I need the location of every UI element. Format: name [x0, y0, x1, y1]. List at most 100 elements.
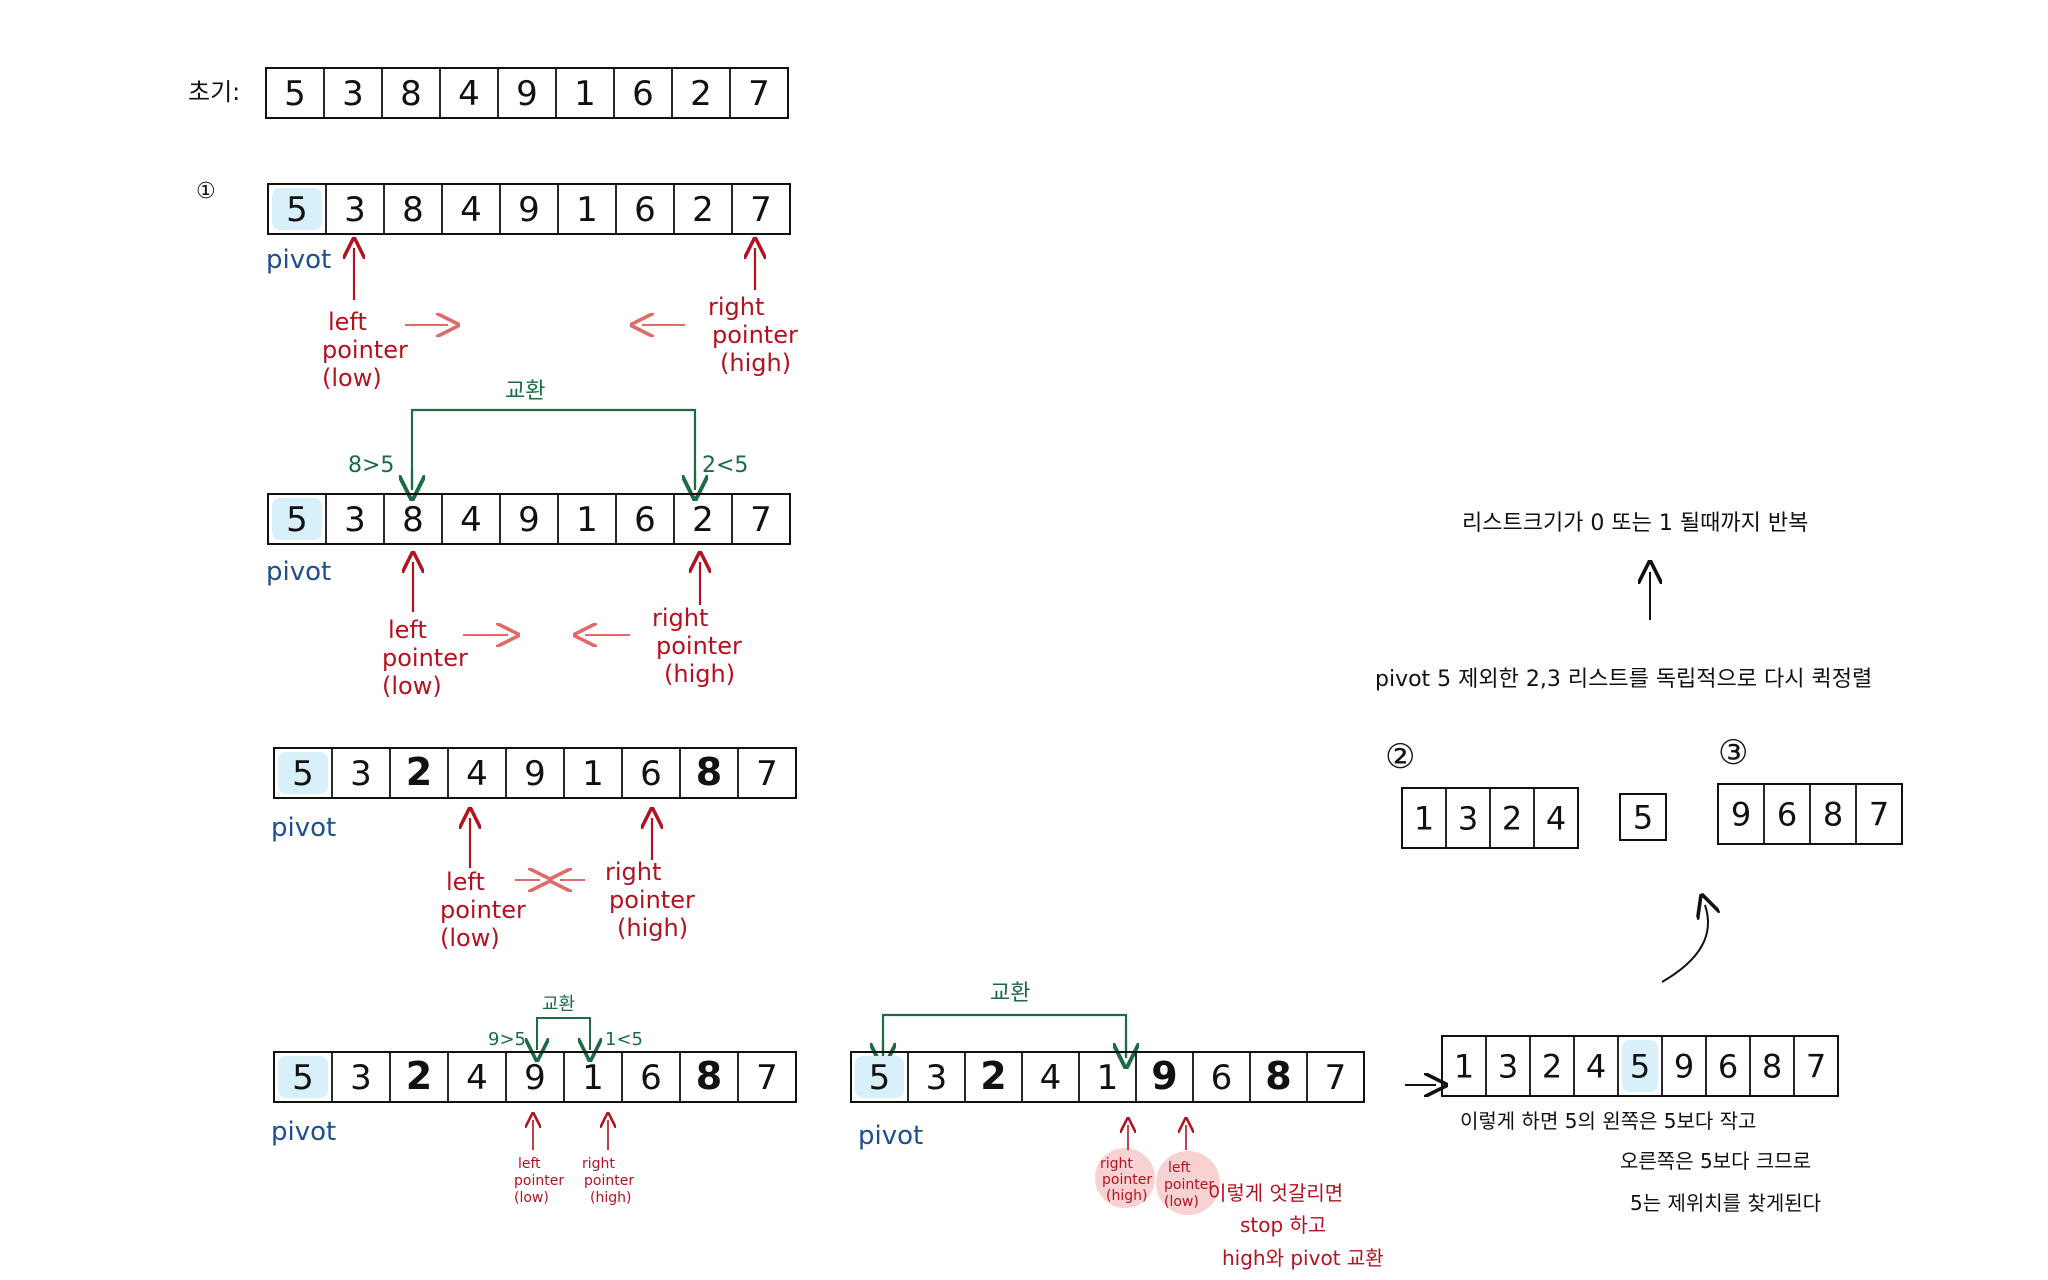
array-cell: 2: [692, 190, 714, 230]
array-cell: 2: [980, 1054, 1006, 1098]
swap-label-5: 교환: [990, 981, 1030, 1006]
array-cell: 9: [524, 754, 546, 794]
array-cell: 6: [640, 754, 662, 794]
array-cell: 8: [696, 750, 722, 794]
array-cell: 3: [1498, 1048, 1518, 1086]
result-note-3: 5는 제위치를 찾게된다: [1630, 1191, 1821, 1215]
array-cell: 6: [632, 74, 654, 114]
right-pointer-label-3a: right: [605, 858, 661, 886]
array-frame: [1717, 783, 1903, 845]
array-cell: 3: [1458, 800, 1478, 838]
array-cell: 1: [1097, 1058, 1119, 1098]
array-cell: 9: [518, 190, 540, 230]
swap-bracket-4: [536, 1017, 591, 1050]
left-pointer-label-1c: (low): [322, 364, 382, 392]
array-cell: 9: [524, 1058, 546, 1098]
array-frame: [850, 1051, 1365, 1103]
result-note-1: 이렇게 하면 5의 왼쪽은 5보다 작고: [1460, 1109, 1756, 1133]
array-cell: 3: [350, 1058, 372, 1098]
right-pointer-label-2c: (high): [664, 660, 735, 688]
right-pointer-label-5c: (high): [1106, 1188, 1147, 1204]
right-pointer-label-4a: right: [582, 1156, 615, 1172]
pivot-label-2: pivot: [266, 557, 331, 587]
right-pointer-label-4b: pointer: [584, 1173, 634, 1189]
array-cell: 8: [696, 1054, 722, 1098]
array-frame: [267, 493, 791, 545]
compare-right-4: 1<5: [605, 1029, 643, 1050]
array-cell: 8: [402, 500, 424, 540]
initial-label: 초기:: [188, 78, 240, 106]
right-pointer-label-4c: (high): [590, 1190, 631, 1206]
array-cell: 4: [460, 190, 482, 230]
right-pointer-label-5b: pointer: [1102, 1172, 1152, 1188]
array-cell: 8: [1265, 1054, 1291, 1098]
left-pointer-label-4c: (low): [514, 1190, 549, 1206]
pivot-label-3: pivot: [271, 813, 336, 843]
array-cell: 2: [406, 750, 432, 794]
array-cell: 6: [1718, 1048, 1738, 1086]
array-frame: [273, 1051, 797, 1103]
left-pointer-label-4b: pointer: [514, 1173, 564, 1189]
array-cell: 6: [1211, 1058, 1233, 1098]
left-pointer-label-5b: pointer: [1164, 1177, 1214, 1193]
swap-bracket-2: [410, 408, 697, 490]
compare-left-2: 8>5: [348, 453, 394, 478]
repeat-text: 리스트크기가 0 또는 1 될때까지 반복: [1462, 511, 1808, 536]
left-pointer-label-3c: (low): [440, 924, 500, 952]
array-frame: [267, 183, 791, 235]
swap-label-4: 교환: [542, 994, 575, 1015]
step1-marker: ①: [196, 179, 216, 204]
array-cell: 8: [1823, 796, 1843, 834]
array-cell: 1: [574, 74, 596, 114]
pivot-label-1: pivot: [266, 245, 331, 275]
array-cell: 5: [292, 1058, 314, 1098]
pivot-highlight: [272, 188, 322, 230]
array-cell: 4: [1586, 1048, 1606, 1086]
array-cell: 4: [460, 500, 482, 540]
left-pointer-label-5c: (low): [1164, 1194, 1199, 1210]
array-cell: 7: [748, 74, 770, 114]
array-cell: 5: [292, 754, 314, 794]
array-cell: 1: [1454, 1048, 1474, 1086]
array-cell: 9: [516, 74, 538, 114]
left-pointer-label-3b: pointer: [440, 896, 526, 924]
pivot-highlight: [278, 1056, 328, 1098]
array-cell: 5: [286, 190, 308, 230]
left-pointer-label-1b: pointer: [322, 336, 408, 364]
array-frame: [273, 747, 797, 799]
array-cell: 2: [1542, 1048, 1562, 1086]
array-frame: [1401, 787, 1579, 849]
array-cell: 5: [284, 74, 306, 114]
pivot-highlight: [1622, 1040, 1658, 1092]
left-pointer-label-2c: (low): [382, 672, 442, 700]
left-pointer-label-1a: left: [328, 308, 367, 336]
array-cell: 3: [926, 1058, 948, 1098]
result-note-2: 오른쪽은 5보다 크므로: [1620, 1149, 1811, 1173]
array-cell: 6: [634, 190, 656, 230]
right-pointer-label-1b: pointer: [712, 321, 798, 349]
swap-label-2: 교환: [505, 379, 545, 404]
right-pointer-label-1a: right: [708, 293, 764, 321]
array-cell: 9: [518, 500, 540, 540]
compare-left-4: 9>5: [488, 1029, 526, 1050]
right-pointer-label-1c: (high): [720, 349, 791, 377]
left-pointer-label-4a: left: [518, 1156, 541, 1172]
curved-up-arrow: [1661, 905, 1708, 983]
array-cell: 5: [1633, 799, 1653, 837]
pivot-label-4: pivot: [271, 1117, 336, 1147]
array-cell: 1: [582, 754, 604, 794]
array-cell: 3: [350, 754, 372, 794]
array-cell: 7: [1869, 796, 1889, 834]
right-pointer-label-2a: right: [652, 604, 708, 632]
array-cell: 3: [344, 500, 366, 540]
array-cell: 4: [1546, 800, 1566, 838]
array-cell: 2: [406, 1054, 432, 1098]
right-pointer-label-3b: pointer: [609, 886, 695, 914]
